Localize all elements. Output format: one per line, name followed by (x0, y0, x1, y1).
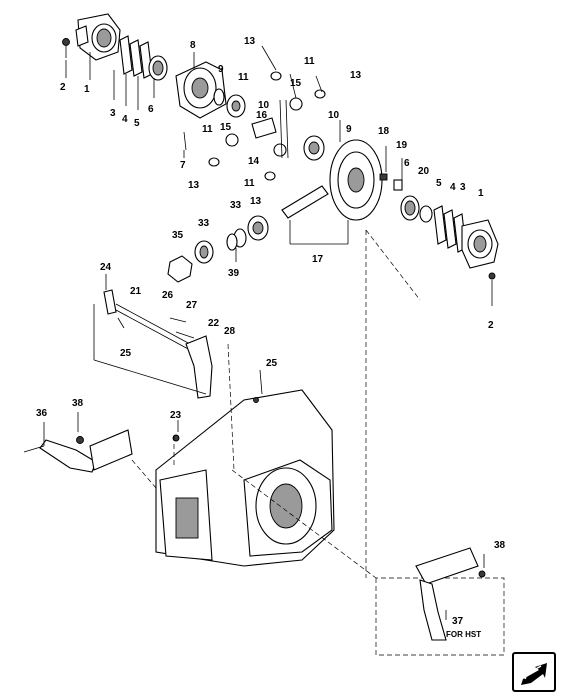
callout-25a: 25 (120, 348, 132, 359)
pin-7 (183, 131, 187, 151)
pinion-gears (208, 71, 326, 181)
callout-8: 8 (190, 40, 196, 51)
callout-20: 20 (418, 166, 430, 177)
shim-stack-left (119, 35, 153, 79)
callout-14: 14 (248, 156, 260, 167)
callout-11c: 11 (202, 124, 213, 135)
bracket-36 (23, 429, 133, 473)
differential-case (175, 61, 227, 119)
callout-3a: 3 (110, 108, 116, 119)
callout-36: 36 (36, 408, 48, 419)
callout-26: 26 (162, 290, 174, 301)
transmission-housing (155, 389, 335, 567)
callout-13b: 13 (350, 70, 362, 81)
callout-33a: 33 (198, 218, 210, 229)
callout-37: 37 (452, 616, 464, 627)
callout-39: 39 (228, 268, 240, 279)
callout-6a: 6 (148, 104, 154, 115)
pinion-shaft-16 (251, 117, 277, 139)
callout-38a: 38 (72, 398, 84, 409)
callout-2b: 2 (488, 320, 494, 331)
callout-9a: 9 (218, 64, 224, 75)
next-page-button[interactable] (512, 652, 556, 692)
callout-11b: 11 (304, 56, 315, 67)
callout-3b: 3 (460, 182, 466, 193)
callout-23: 23 (170, 410, 182, 421)
callout-1a: 1 (84, 84, 90, 95)
arrow-down-left-icon (521, 663, 547, 685)
callout-7: 7 (180, 160, 186, 171)
callout-17: 17 (312, 254, 324, 265)
bearing-housing-left (62, 13, 121, 61)
callout-35: 35 (172, 230, 184, 241)
callout-33b: 33 (230, 200, 242, 211)
callout-13d: 13 (250, 196, 262, 207)
callout-6b: 6 (404, 158, 410, 169)
shift-linkage (103, 289, 213, 399)
callout-22: 22 (208, 318, 220, 329)
callout-13c: 13 (188, 180, 200, 191)
callout-16: 16 (256, 110, 268, 121)
note-for-hst: FOR HST (446, 630, 481, 639)
ring-gear (329, 139, 383, 221)
callout-13a: 13 (244, 36, 256, 47)
bearing-left (148, 55, 168, 81)
callout-4a: 4 (122, 114, 128, 125)
side-gear-10b (303, 135, 325, 161)
hst-bracket (375, 547, 505, 656)
cross-shaft-15 (279, 99, 289, 159)
callout-19: 19 (396, 140, 408, 151)
phantom-lines (131, 229, 421, 579)
bearing-group-right (379, 173, 499, 296)
callout-5b: 5 (436, 178, 442, 189)
callout-38b: 38 (494, 540, 506, 551)
callout-4b: 4 (450, 182, 456, 193)
callout-10b: 10 (328, 110, 340, 121)
callout-2a: 2 (60, 82, 66, 93)
callouts: 1 2 3 4 5 6 8 9 13 11 10 16 11 15 11 15 … (36, 36, 506, 639)
thrust-washer-9a (213, 88, 225, 106)
callout-15a: 15 (290, 78, 302, 89)
callout-25b: 25 (266, 358, 278, 369)
callout-15b: 15 (220, 122, 232, 133)
callout-21: 21 (130, 286, 142, 297)
callout-1b: 1 (478, 188, 484, 199)
leader-lines (43, 45, 493, 620)
callout-11d: 11 (244, 178, 255, 189)
side-gear-10a (226, 94, 246, 118)
callout-18: 18 (378, 126, 390, 137)
callout-11a: 11 (238, 72, 249, 83)
pinion-shaft (167, 185, 329, 283)
callout-5a: 5 (134, 118, 140, 129)
callout-9b: 9 (346, 124, 352, 135)
callout-28: 28 (224, 326, 236, 337)
callout-24: 24 (100, 262, 112, 273)
callout-27: 27 (186, 300, 198, 311)
callout-10a: 10 (258, 100, 270, 111)
